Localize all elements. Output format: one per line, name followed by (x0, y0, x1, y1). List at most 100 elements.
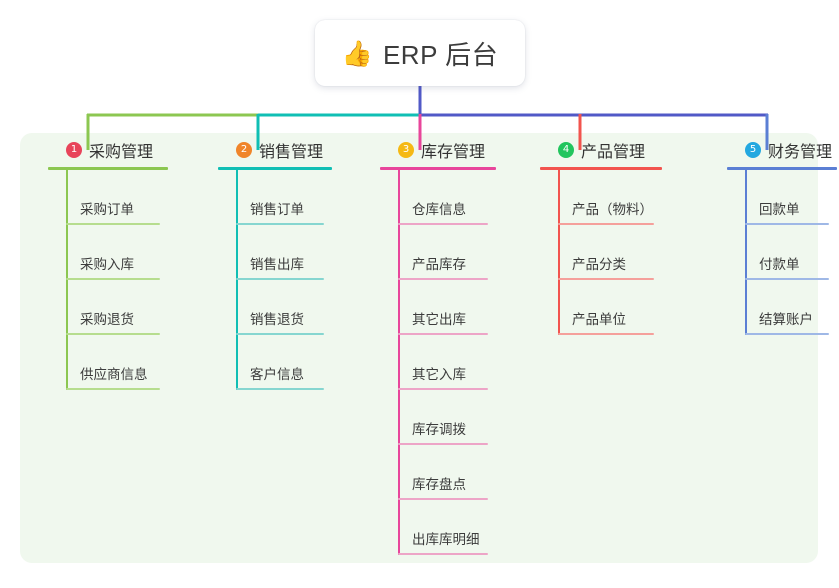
leaf-rule (558, 223, 654, 225)
leaf-label: 出库库明细 (412, 531, 480, 547)
leaf-item[interactable]: 销售订单 (236, 170, 332, 225)
leaf-label: 库存调拨 (412, 421, 466, 437)
leaf-label: 销售退货 (250, 311, 304, 327)
leaf-label: 结算账户 (759, 311, 813, 327)
leaf-rule (236, 388, 324, 390)
leaf-item[interactable]: 采购订单 (66, 170, 168, 225)
root-node[interactable]: 👍 ERP 后台 (315, 20, 525, 86)
leaf-item[interactable]: 产品（物料） (558, 170, 662, 225)
leaf-rule (745, 223, 829, 225)
branch-column-2: 2 销售管理销售订单销售出库销售退货客户信息 (218, 133, 332, 390)
leaf-rule (398, 278, 488, 280)
branch-panel-background (20, 133, 818, 563)
leaf-item[interactable]: 仓库信息 (398, 170, 496, 225)
leaf-label: 仓库信息 (412, 201, 466, 217)
leaf-rule (398, 223, 488, 225)
leaf-rule (398, 333, 488, 335)
leaf-item[interactable]: 付款单 (745, 225, 837, 280)
leaf-label: 产品库存 (412, 256, 466, 272)
leaf-item[interactable]: 出库库明细 (398, 500, 496, 555)
root-node-title: ERP 后台 (382, 39, 499, 70)
leaf-rule (66, 223, 160, 225)
branch-header-3[interactable]: 3 库存管理 (380, 133, 496, 167)
leaf-label: 采购退货 (80, 311, 134, 327)
leaf-rule (66, 278, 160, 280)
branch-column-4: 4 产品管理产品（物料） 产品分类产品单位 (540, 133, 662, 335)
branch-spine-5 (745, 170, 747, 335)
branch-body-5: 回款单付款单结算账户 (727, 170, 837, 335)
leaf-rule (398, 388, 488, 390)
leaf-label: 其它入库 (412, 366, 466, 382)
branch-rule-5 (727, 167, 837, 170)
leaf-rule (236, 278, 324, 280)
branch-body-4: 产品（物料） 产品分类产品单位 (540, 170, 662, 335)
leaf-label: 回款单 (759, 201, 800, 217)
branch-header-4[interactable]: 4 产品管理 (540, 133, 662, 167)
branch-column-5: 5 财务管理回款单付款单结算账户 (727, 133, 837, 335)
leaf-item[interactable]: 其它入库 (398, 335, 496, 390)
leaf-item[interactable]: 产品单位 (558, 280, 662, 335)
branch-spine-3 (398, 170, 400, 555)
branch-badge-4: 4 (558, 142, 574, 158)
leaf-label: 产品分类 (572, 256, 626, 272)
branch-title-1: 采购管理 (89, 144, 154, 161)
branch-header-2[interactable]: 2 销售管理 (218, 133, 332, 167)
branch-rule-2 (218, 167, 332, 170)
branch-badge-5: 5 (745, 142, 761, 158)
branch-spine-2 (236, 170, 238, 390)
branch-title-5: 财务管理 (768, 144, 833, 161)
branch-title-4: 产品管理 (581, 144, 646, 161)
leaf-item[interactable]: 销售出库 (236, 225, 332, 280)
leaf-item[interactable]: 结算账户 (745, 280, 837, 335)
leaf-item[interactable]: 采购退货 (66, 280, 168, 335)
leaf-item[interactable]: 库存调拨 (398, 390, 496, 445)
branch-spine-4 (558, 170, 560, 335)
leaf-rule (558, 333, 654, 335)
leaf-rule (745, 278, 829, 280)
leaf-rule (66, 388, 160, 390)
leaf-label: 库存盘点 (412, 476, 466, 492)
branch-badge-2: 2 (236, 142, 252, 158)
leaf-rule (236, 223, 324, 225)
thumbs-up-icon: 👍 (341, 38, 373, 68)
leaf-rule (398, 553, 488, 555)
branch-title-2: 销售管理 (259, 144, 324, 161)
leaf-label: 采购入库 (80, 256, 134, 272)
leaf-label: 采购订单 (80, 201, 134, 217)
leaf-item[interactable]: 库存盘点 (398, 445, 496, 500)
leaf-label: 销售订单 (250, 201, 304, 217)
branch-badge-3: 3 (398, 142, 414, 158)
leaf-label: 客户信息 (250, 366, 304, 382)
branch-title-3: 库存管理 (421, 144, 486, 161)
branch-spine-1 (66, 170, 68, 390)
leaf-label: 其它出库 (412, 311, 466, 327)
leaf-item[interactable]: 回款单 (745, 170, 837, 225)
leaf-label: 产品单位 (572, 311, 626, 327)
branch-body-3: 仓库信息产品库存其它出库其它入库库存调拨库存盘点出库库明细 (380, 170, 496, 555)
branch-rule-3 (380, 167, 496, 170)
leaf-rule (558, 278, 654, 280)
branch-body-1: 采购订单采购入库采购退货供应商信息 (48, 170, 168, 390)
branch-header-5[interactable]: 5 财务管理 (727, 133, 837, 167)
leaf-item[interactable]: 其它出库 (398, 280, 496, 335)
leaf-item[interactable]: 采购入库 (66, 225, 168, 280)
branch-column-3: 3 库存管理仓库信息产品库存其它出库其它入库库存调拨库存盘点出库库明细 (380, 133, 496, 555)
leaf-item[interactable]: 客户信息 (236, 335, 332, 390)
branch-rule-4 (540, 167, 662, 170)
branch-body-2: 销售订单销售出库销售退货客户信息 (218, 170, 332, 390)
leaf-rule (745, 333, 829, 335)
leaf-label: 付款单 (759, 256, 800, 272)
leaf-label: 供应商信息 (80, 366, 148, 382)
leaf-item[interactable]: 销售退货 (236, 280, 332, 335)
leaf-label: 销售出库 (250, 256, 304, 272)
leaf-item[interactable]: 产品分类 (558, 225, 662, 280)
leaf-item[interactable]: 产品库存 (398, 225, 496, 280)
leaf-rule (236, 333, 324, 335)
leaf-item[interactable]: 供应商信息 (66, 335, 168, 390)
leaf-rule (66, 333, 160, 335)
leaf-rule (398, 443, 488, 445)
leaf-rule (398, 498, 488, 500)
